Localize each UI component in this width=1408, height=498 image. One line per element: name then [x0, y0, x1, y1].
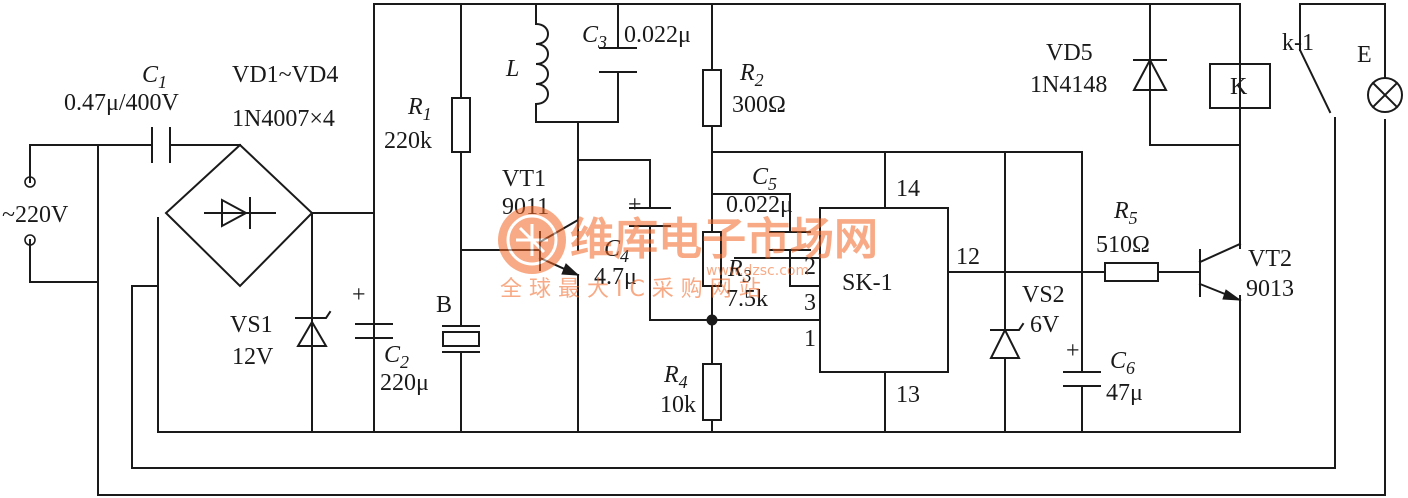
lamp-e: [1367, 77, 1403, 113]
label-c2-name: C2: [384, 342, 409, 372]
diode-vd5: [1132, 57, 1168, 91]
relay-k: [1209, 63, 1271, 109]
label-r4-name: R4: [663, 362, 688, 392]
label-r1-name: R1: [407, 94, 432, 124]
label-vd5-value: 1N4148: [1030, 72, 1107, 98]
label-c5-value: 0.022μ: [726, 192, 793, 218]
label-c6-name: C6: [1110, 348, 1135, 378]
label-pin14: 14: [896, 176, 920, 202]
label-vs1-name: VS1: [230, 312, 273, 338]
label-l-name: L: [505, 56, 519, 82]
switch-k1: [1298, 48, 1336, 119]
label-c4-name: C4: [604, 236, 629, 266]
capacitor-c2: [355, 323, 393, 339]
ac-terminals: [24, 176, 36, 246]
watermark: 维库电子市场网 www.dzsc.com 全 球 最 大 I C 采 购 网 站: [498, 206, 878, 302]
label-pin12: 12: [956, 244, 980, 270]
label-r5-value: 510Ω: [1096, 232, 1150, 258]
label-pin3: 3: [804, 290, 816, 316]
capacitor-c3: [599, 47, 637, 73]
label-vt2-name: VT2: [1248, 246, 1292, 272]
label-bridge-value: 1N4007×4: [232, 106, 335, 132]
label-c1-name: C1: [142, 62, 167, 92]
label-c4-value: 4.7μ: [594, 264, 637, 290]
resistor-r2: [702, 69, 722, 127]
label-c2-value: 220μ: [380, 370, 429, 396]
capacitor-c6: [1063, 359, 1101, 387]
resistor-r3: [702, 231, 722, 287]
wires: [29, 3, 1386, 496]
label-r4-value: 10k: [660, 392, 696, 418]
label-vt2-value: 9013: [1246, 276, 1294, 302]
junctions: [706, 314, 718, 326]
label-vs2-value: 6V: [1030, 312, 1060, 338]
label-c6-value: 47μ: [1106, 380, 1143, 406]
label-r3-value: 7.5k: [726, 286, 768, 312]
capacitor-c5: [769, 231, 811, 251]
resistor-r1: [451, 97, 471, 153]
label-c3-value: 0.022μ: [624, 22, 691, 48]
watermark-title: 维库电子市场网: [570, 214, 878, 265]
watermark-logo-icon: [498, 206, 566, 274]
resistor-r5: [1104, 262, 1159, 282]
label-vs2-name: VS2: [1022, 282, 1065, 308]
label-vd5-name: VD5: [1046, 40, 1093, 66]
label-r5-name: R5: [1113, 198, 1138, 228]
label-c6-plus: +: [1066, 338, 1080, 364]
transistor-vt2: [1198, 242, 1242, 302]
ic-sk1: [819, 207, 949, 373]
label-c3-name: C3: [582, 22, 607, 52]
inductor-l: [534, 22, 549, 106]
label-pin13: 13: [896, 382, 920, 408]
watermark-url: www.dzsc.com: [706, 263, 809, 279]
label-pin1: 1: [804, 326, 816, 352]
label-r2-value: 300Ω: [732, 92, 786, 118]
label-switch-name: k-1: [1282, 30, 1314, 56]
capacitor-c4: [629, 207, 671, 227]
label-vs1-value: 12V: [232, 344, 274, 370]
zener-vs1: [295, 310, 332, 347]
label-ac-source: ~220V: [2, 202, 69, 228]
label-c4-plus: +: [628, 192, 642, 218]
piezo-b: [442, 325, 480, 353]
label-ic-name: SK-1: [842, 270, 893, 296]
label-bridge-name: VD1~VD4: [232, 62, 338, 88]
label-pin2: 2: [804, 254, 816, 280]
label-r3-name: R3: [727, 256, 752, 286]
watermark-subtitle: 全 球 最 大 I C 采 购 网 站: [500, 277, 761, 302]
resistor-r4: [702, 363, 722, 421]
label-c5-name: C5: [752, 164, 777, 194]
bridge-rectifier: [164, 143, 314, 288]
zener-vs2: [989, 322, 1025, 359]
label-vt1-name: VT1: [502, 166, 546, 192]
label-lamp-name: E: [1357, 42, 1372, 68]
capacitor-c1: [151, 127, 171, 163]
label-r2-name: R2: [739, 60, 764, 90]
label-r1-value: 220k: [384, 128, 432, 154]
label-relay-name: K: [1230, 74, 1248, 100]
label-c1-value: 0.47μ/400V: [64, 90, 180, 116]
label-c2-plus: +: [352, 282, 366, 308]
label-b-name: B: [436, 292, 452, 318]
